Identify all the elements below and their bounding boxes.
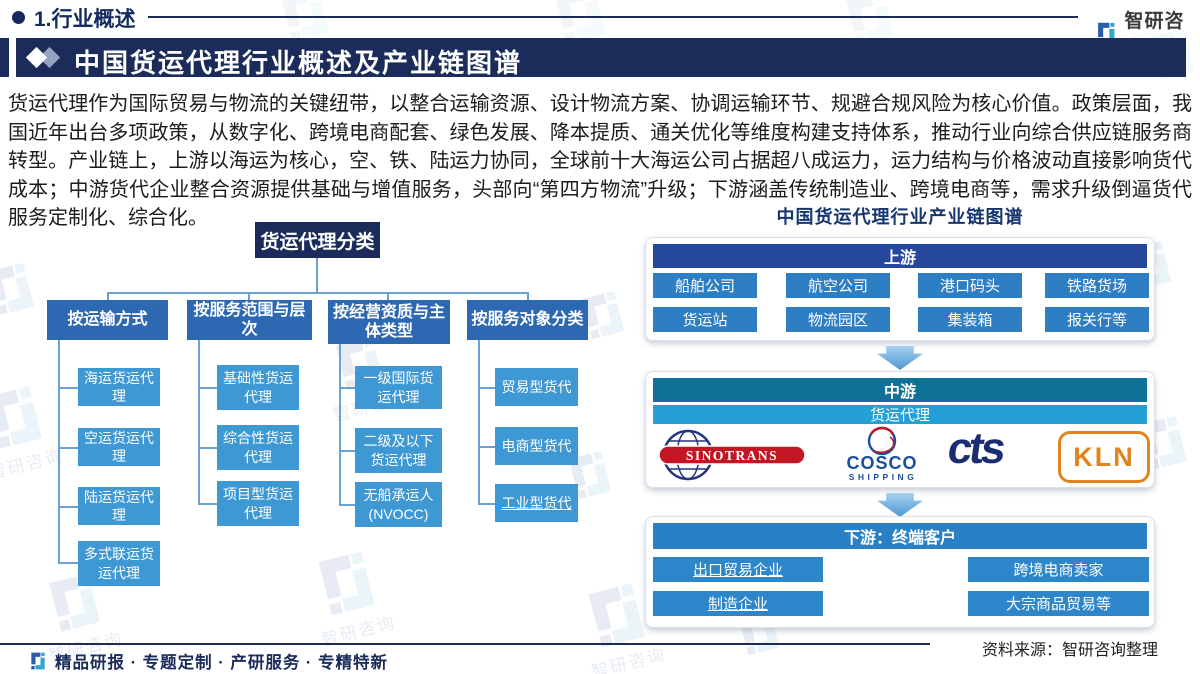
overview-paragraph: 货运代理作为国际贸易与物流的关键纽带，以整合运输资源、设计物流方案、协调运输环节… <box>8 93 1192 229</box>
chain-box: 货运站 <box>653 307 757 332</box>
tree-leaf: 海运货运代理 <box>78 368 160 406</box>
footer-slogan: 精品研报 · 专题定制 · 产研服务 · 专精特新 <box>55 654 388 672</box>
connector-line <box>198 387 217 389</box>
tree-branch-customer: 按服务对象分类 <box>467 300 588 340</box>
page-title: 中国货运代理行业概述及产业链图谱 <box>74 48 523 78</box>
footer-rule <box>0 643 930 645</box>
tree-branch-qualification: 按经营资质与主体类型 <box>328 300 450 344</box>
connector-line <box>316 258 318 292</box>
svg-text:SHIPPING: SHIPPING <box>849 472 918 482</box>
tree-leaf: 基础性货运代理 <box>217 365 299 410</box>
kln-logo: KLN <box>1058 431 1150 483</box>
connector-line <box>478 387 495 389</box>
section-bullet <box>12 11 25 24</box>
title-bar-stub <box>0 38 9 77</box>
footer: 精品研报 · 专题定制 · 产研服务 · 专精特新 <box>28 649 388 673</box>
connector-line <box>58 447 78 449</box>
data-source: 资料来源：智研咨询整理 <box>981 642 1158 659</box>
chain-box: 跨境电商卖家 <box>968 557 1149 582</box>
midstream-header: 中游 <box>653 378 1147 402</box>
connector-line <box>478 503 495 505</box>
down-arrow-icon <box>877 346 923 370</box>
chain-box: 出口贸易企业 <box>653 557 823 582</box>
svg-text:COSCO: COSCO <box>846 453 917 473</box>
connector-line <box>527 292 529 301</box>
chain-box: 集装箱 <box>918 307 1022 332</box>
watermark: 智研咨询 <box>302 542 398 651</box>
chain-box: 制造企业 <box>653 591 823 616</box>
tree-leaf: 多式联运货运代理 <box>78 541 160 586</box>
tree-leaf: 空运货运代理 <box>78 428 160 466</box>
chain-box: 船舶公司 <box>653 273 757 298</box>
chain-box: 报关行等 <box>1045 307 1149 332</box>
title-bar <box>16 38 1186 77</box>
down-arrow-icon <box>877 493 923 517</box>
connector-line <box>58 340 60 564</box>
connector-line <box>58 387 78 389</box>
tree-branch-scope: 按服务范围与层次 <box>187 300 312 340</box>
chain-box: 港口码头 <box>918 273 1022 298</box>
connector-line <box>198 340 200 504</box>
upstream-header: 上游 <box>653 244 1147 268</box>
chain-box: 大宗商品贸易等 <box>968 591 1149 616</box>
tree-leaf: 项目型货运代理 <box>217 481 299 526</box>
section-label: 1.行业概述 <box>34 8 136 31</box>
tree-leaf: 二级及以下货运代理 <box>355 428 442 473</box>
chain-title: 中国货运代理行业产业链图谱 <box>776 207 1024 227</box>
connector-line <box>339 387 355 389</box>
connector-line <box>198 447 217 449</box>
connector-line <box>339 344 341 505</box>
connector-line <box>339 504 355 506</box>
tree-leaf: 电商型货代 <box>495 427 578 465</box>
tree-root: 货运代理分类 <box>255 222 380 258</box>
footer-logo-icon <box>31 652 45 670</box>
tree-leaf: 一级国际货运代理 <box>355 366 442 409</box>
connector-line <box>478 340 480 504</box>
chain-box: 铁路货场 <box>1045 273 1149 298</box>
connector-line <box>107 292 529 294</box>
watermark: 智研咨询 <box>0 377 66 484</box>
tree-branch-transport: 按运输方式 <box>47 300 168 340</box>
midstream-subheader: 货运代理 <box>653 405 1147 424</box>
connector-line <box>387 292 389 301</box>
svg-text:SINOTRANS: SINOTRANS <box>686 448 778 463</box>
chain-box: 航空公司 <box>786 273 890 298</box>
chain-box: 物流园区 <box>786 307 890 332</box>
downstream-panel: 下游：终端客户 出口贸易企业 跨境电商卖家 制造企业 大宗商品贸易等 <box>645 516 1155 628</box>
connector-line <box>107 292 109 301</box>
tree-leaf: 贸易型货代 <box>495 368 578 406</box>
watermark <box>0 256 44 321</box>
tree-leaf: 陆运货运代理 <box>78 487 160 525</box>
tree-leaf: 工业型货代 <box>495 484 578 522</box>
tree-leaf: 无船承运人(NVOCC) <box>355 482 442 527</box>
sinotrans-logo: SINOTRANS <box>658 429 806 481</box>
downstream-header: 下游：终端客户 <box>653 523 1147 549</box>
midstream-panel: 中游 货运代理 SINOTRANS COSCO SHIPPING cts KLN <box>645 371 1155 488</box>
connector-line <box>198 503 217 505</box>
connector-line <box>58 562 78 564</box>
upstream-panel: 上游 船舶公司 航空公司 港口码头 铁路货场 货运站 物流园区 集装箱 报关行等 <box>645 237 1155 341</box>
connector-line <box>478 446 495 448</box>
connector-line <box>58 506 78 508</box>
connector-line <box>248 292 250 301</box>
connector-line <box>339 450 355 452</box>
tree-leaf: 综合性货运代理 <box>217 425 299 470</box>
cosco-shipping-logo: COSCO SHIPPING <box>846 426 918 482</box>
cts-logo: cts <box>944 424 1007 473</box>
header-rule <box>148 16 1078 18</box>
